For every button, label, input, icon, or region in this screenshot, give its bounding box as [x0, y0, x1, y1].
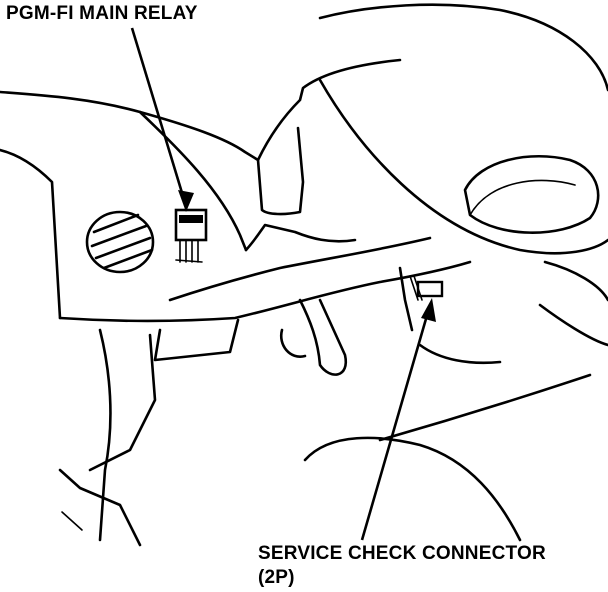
- leader-service-connector: [360, 304, 432, 541]
- arrowhead-main-relay: [178, 190, 194, 212]
- dash-upper-panel: [0, 58, 402, 162]
- floor-hump: [303, 436, 522, 542]
- floor-edge-left: [58, 468, 142, 547]
- arrowhead-service-connector: [421, 298, 436, 322]
- column-cover: [543, 260, 608, 302]
- floor-line-right: [378, 373, 592, 442]
- leader-main-relay: [130, 27, 188, 207]
- lower-left-fold: [88, 333, 157, 472]
- steering-hub: [463, 154, 600, 234]
- main-relay: [174, 208, 208, 263]
- panel-inner-curve: [138, 110, 248, 252]
- dash-left-edge: [0, 148, 62, 320]
- panel-notch: [256, 126, 305, 216]
- steering-rim-lower: [318, 78, 608, 255]
- service-check-connector: [398, 266, 444, 332]
- brake-pedal-arm: [153, 318, 240, 362]
- main-relay-label: PGM-FI MAIN RELAY: [6, 2, 198, 26]
- service-connector-label-line2: (2P): [258, 567, 295, 588]
- dash-lower-edge: [58, 260, 472, 323]
- pedal-stem: [298, 298, 348, 376]
- console-lower: [538, 303, 608, 347]
- panel-step: [244, 223, 357, 252]
- service-connector-label: SERVICE CHECK CONNECTOR (2P): [258, 542, 546, 590]
- lower-left-panel: [98, 328, 112, 542]
- pedal-pad: [279, 328, 307, 358]
- floor-corner: [61, 511, 83, 531]
- main-relay-label-text: PGM-FI MAIN RELAY: [6, 3, 198, 24]
- air-vent: [85, 210, 155, 274]
- knee-panel-line: [168, 236, 432, 302]
- steering-outer: [318, 3, 608, 92]
- service-connector-label-line1: SERVICE CHECK CONNECTOR: [258, 543, 546, 564]
- console-side: [418, 343, 502, 365]
- steering-inner: [469, 179, 576, 216]
